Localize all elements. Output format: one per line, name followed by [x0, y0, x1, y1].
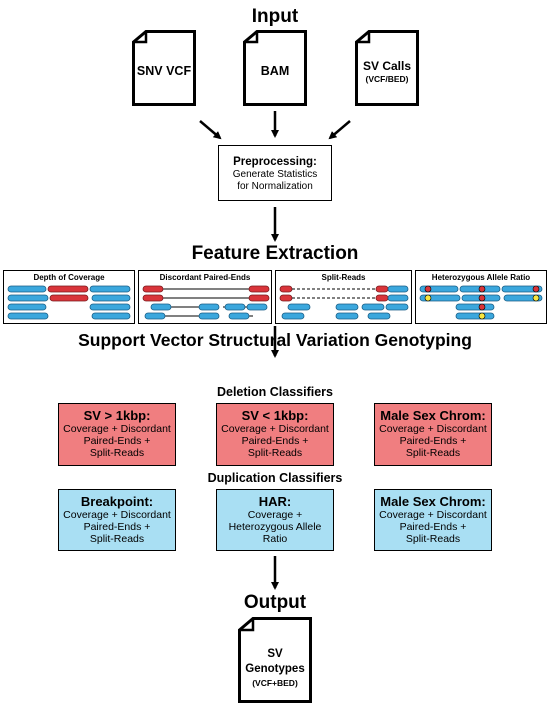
classifier-title: Male Sex Chrom:: [380, 494, 486, 509]
classifier-title: SV > 1kbp:: [83, 408, 151, 423]
deletion-classifier-sv-gt-1kbp: SV > 1kbp: Coverage + Discordant Paired-…: [58, 403, 176, 466]
input-heading: Input: [251, 6, 299, 27]
coverage-reads-illustration: [7, 285, 131, 320]
classifier-line: Split-Reads: [247, 447, 303, 459]
feature-panel-depth-of-coverage: Depth of Coverage: [3, 270, 135, 324]
classifier-line: Paired-Ends +: [241, 435, 309, 447]
output-heading: Output: [243, 592, 307, 613]
classifier-title: SV < 1kbp:: [241, 408, 309, 423]
input-doc-bam: BAM: [243, 30, 307, 106]
preprocessing-box: Preprocessing: Generate Statistics for N…: [218, 145, 332, 201]
duplication-classifier-male-sex-chrom: Male Sex Chrom: Coverage + Discordant Pa…: [374, 489, 492, 551]
document-icon: [355, 30, 419, 106]
doc-label: Genotypes: [245, 663, 305, 675]
classifier-line: Split-Reads: [405, 533, 461, 545]
classifier-line: Coverage +: [247, 509, 303, 521]
feature-panel-heterozygous-allele-ratio: Heterozygous Allele Ratio: [415, 270, 547, 324]
document-icon: [243, 30, 307, 106]
feature-title: Depth of Coverage: [33, 273, 105, 282]
allele-ratio-illustration: [419, 285, 543, 320]
classifier-line: Heterozygous Allele: [228, 521, 322, 533]
classifier-title: HAR:: [258, 494, 292, 509]
deletion-classifier-sv-lt-1kbp: SV < 1kbp: Coverage + Discordant Paired-…: [216, 403, 334, 466]
arrow-snv-to-preprocessing: [199, 120, 222, 140]
feature-panel-split-reads: Split-Reads: [275, 270, 412, 324]
input-doc-sv-calls: SV Calls (VCF/BED): [355, 30, 419, 106]
preprocessing-title: Preprocessing:: [233, 156, 317, 168]
classifier-line: Ratio: [262, 533, 288, 545]
feature-extraction-heading: Feature Extraction: [191, 243, 359, 264]
arrow-sv-to-preprocessing: [328, 120, 351, 140]
doc-label: SV: [267, 648, 283, 660]
doc-sublabel: (VCF+BED): [252, 678, 298, 688]
classifier-line: Coverage + Discordant: [221, 423, 329, 435]
classifier-line: Split-Reads: [89, 447, 145, 459]
duplication-classifier-breakpoint: Breakpoint: Coverage + Discordant Paired…: [58, 489, 176, 551]
classifier-title: Breakpoint:: [80, 494, 154, 509]
feature-title: Heterozygous Allele Ratio: [431, 273, 531, 282]
input-doc-snv-vcf: SNV VCF: [132, 30, 196, 106]
preprocessing-line2: for Normalization: [237, 181, 313, 192]
document-icon: [238, 617, 312, 703]
output-doc-sv-genotypes: SV Genotypes (VCF+BED): [238, 617, 312, 703]
duplication-classifiers-heading: Duplication Classifiers: [207, 471, 343, 485]
classifier-line: Paired-Ends +: [399, 435, 467, 447]
feature-title: Split-Reads: [321, 273, 366, 282]
classifier-line: Coverage + Discordant: [63, 509, 171, 521]
classifier-line: Paired-Ends +: [83, 521, 151, 533]
deletion-classifier-male-sex-chrom: Male Sex Chrom: Coverage + Discordant Pa…: [374, 403, 492, 466]
feature-panel-discordant-paired-ends: Discordant Paired-Ends: [138, 270, 272, 324]
doc-label: SV Calls: [362, 59, 412, 73]
document-icon: [132, 30, 196, 106]
preprocessing-line1: Generate Statistics: [232, 169, 318, 180]
classifier-line: Paired-Ends +: [399, 521, 467, 533]
doc-label: BAM: [260, 64, 290, 78]
classifier-title: Male Sex Chrom:: [380, 408, 486, 423]
feature-title: Discordant Paired-Ends: [159, 273, 251, 282]
classifier-line: Split-Reads: [89, 533, 145, 545]
classifier-line: Coverage + Discordant: [379, 423, 487, 435]
classifier-line: Coverage + Discordant: [63, 423, 171, 435]
doc-label: SNV VCF: [136, 64, 192, 78]
doc-sublabel: (VCF/BED): [365, 74, 409, 84]
deletion-classifiers-heading: Deletion Classifiers: [216, 385, 333, 399]
duplication-classifier-har: HAR: Coverage + Heterozygous Allele Rati…: [216, 489, 334, 551]
classifier-line: Split-Reads: [405, 447, 461, 459]
classifier-line: Coverage + Discordant: [379, 509, 487, 521]
split-reads-illustration: [279, 285, 409, 320]
classifier-line: Paired-Ends +: [83, 435, 151, 447]
paired-ends-illustration: [142, 285, 270, 320]
